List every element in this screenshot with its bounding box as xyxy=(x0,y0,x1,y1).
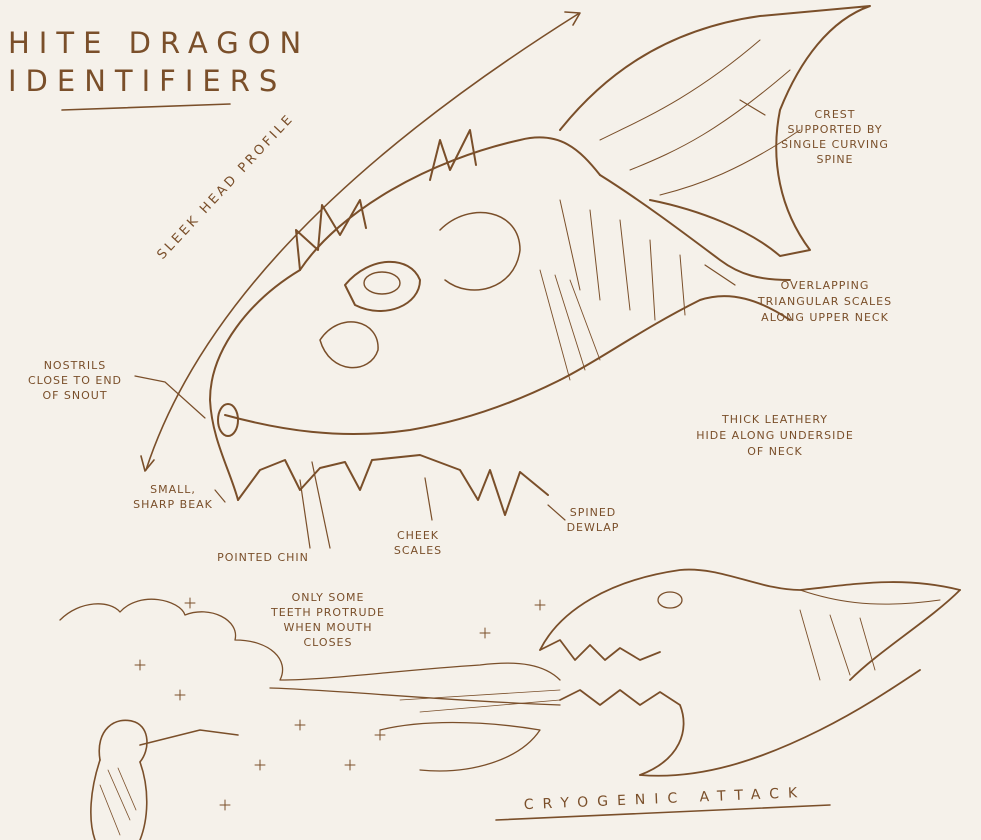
breathing-dragon-drawing xyxy=(540,570,960,776)
page-title-line2: IDENTIFIERS xyxy=(8,64,286,98)
warrior-figure-drawing xyxy=(91,720,238,840)
label-pointed-chin: POINTED CHIN xyxy=(198,550,328,565)
page-title-line1: HITE DRAGON xyxy=(8,26,310,60)
title-underline xyxy=(62,104,230,110)
